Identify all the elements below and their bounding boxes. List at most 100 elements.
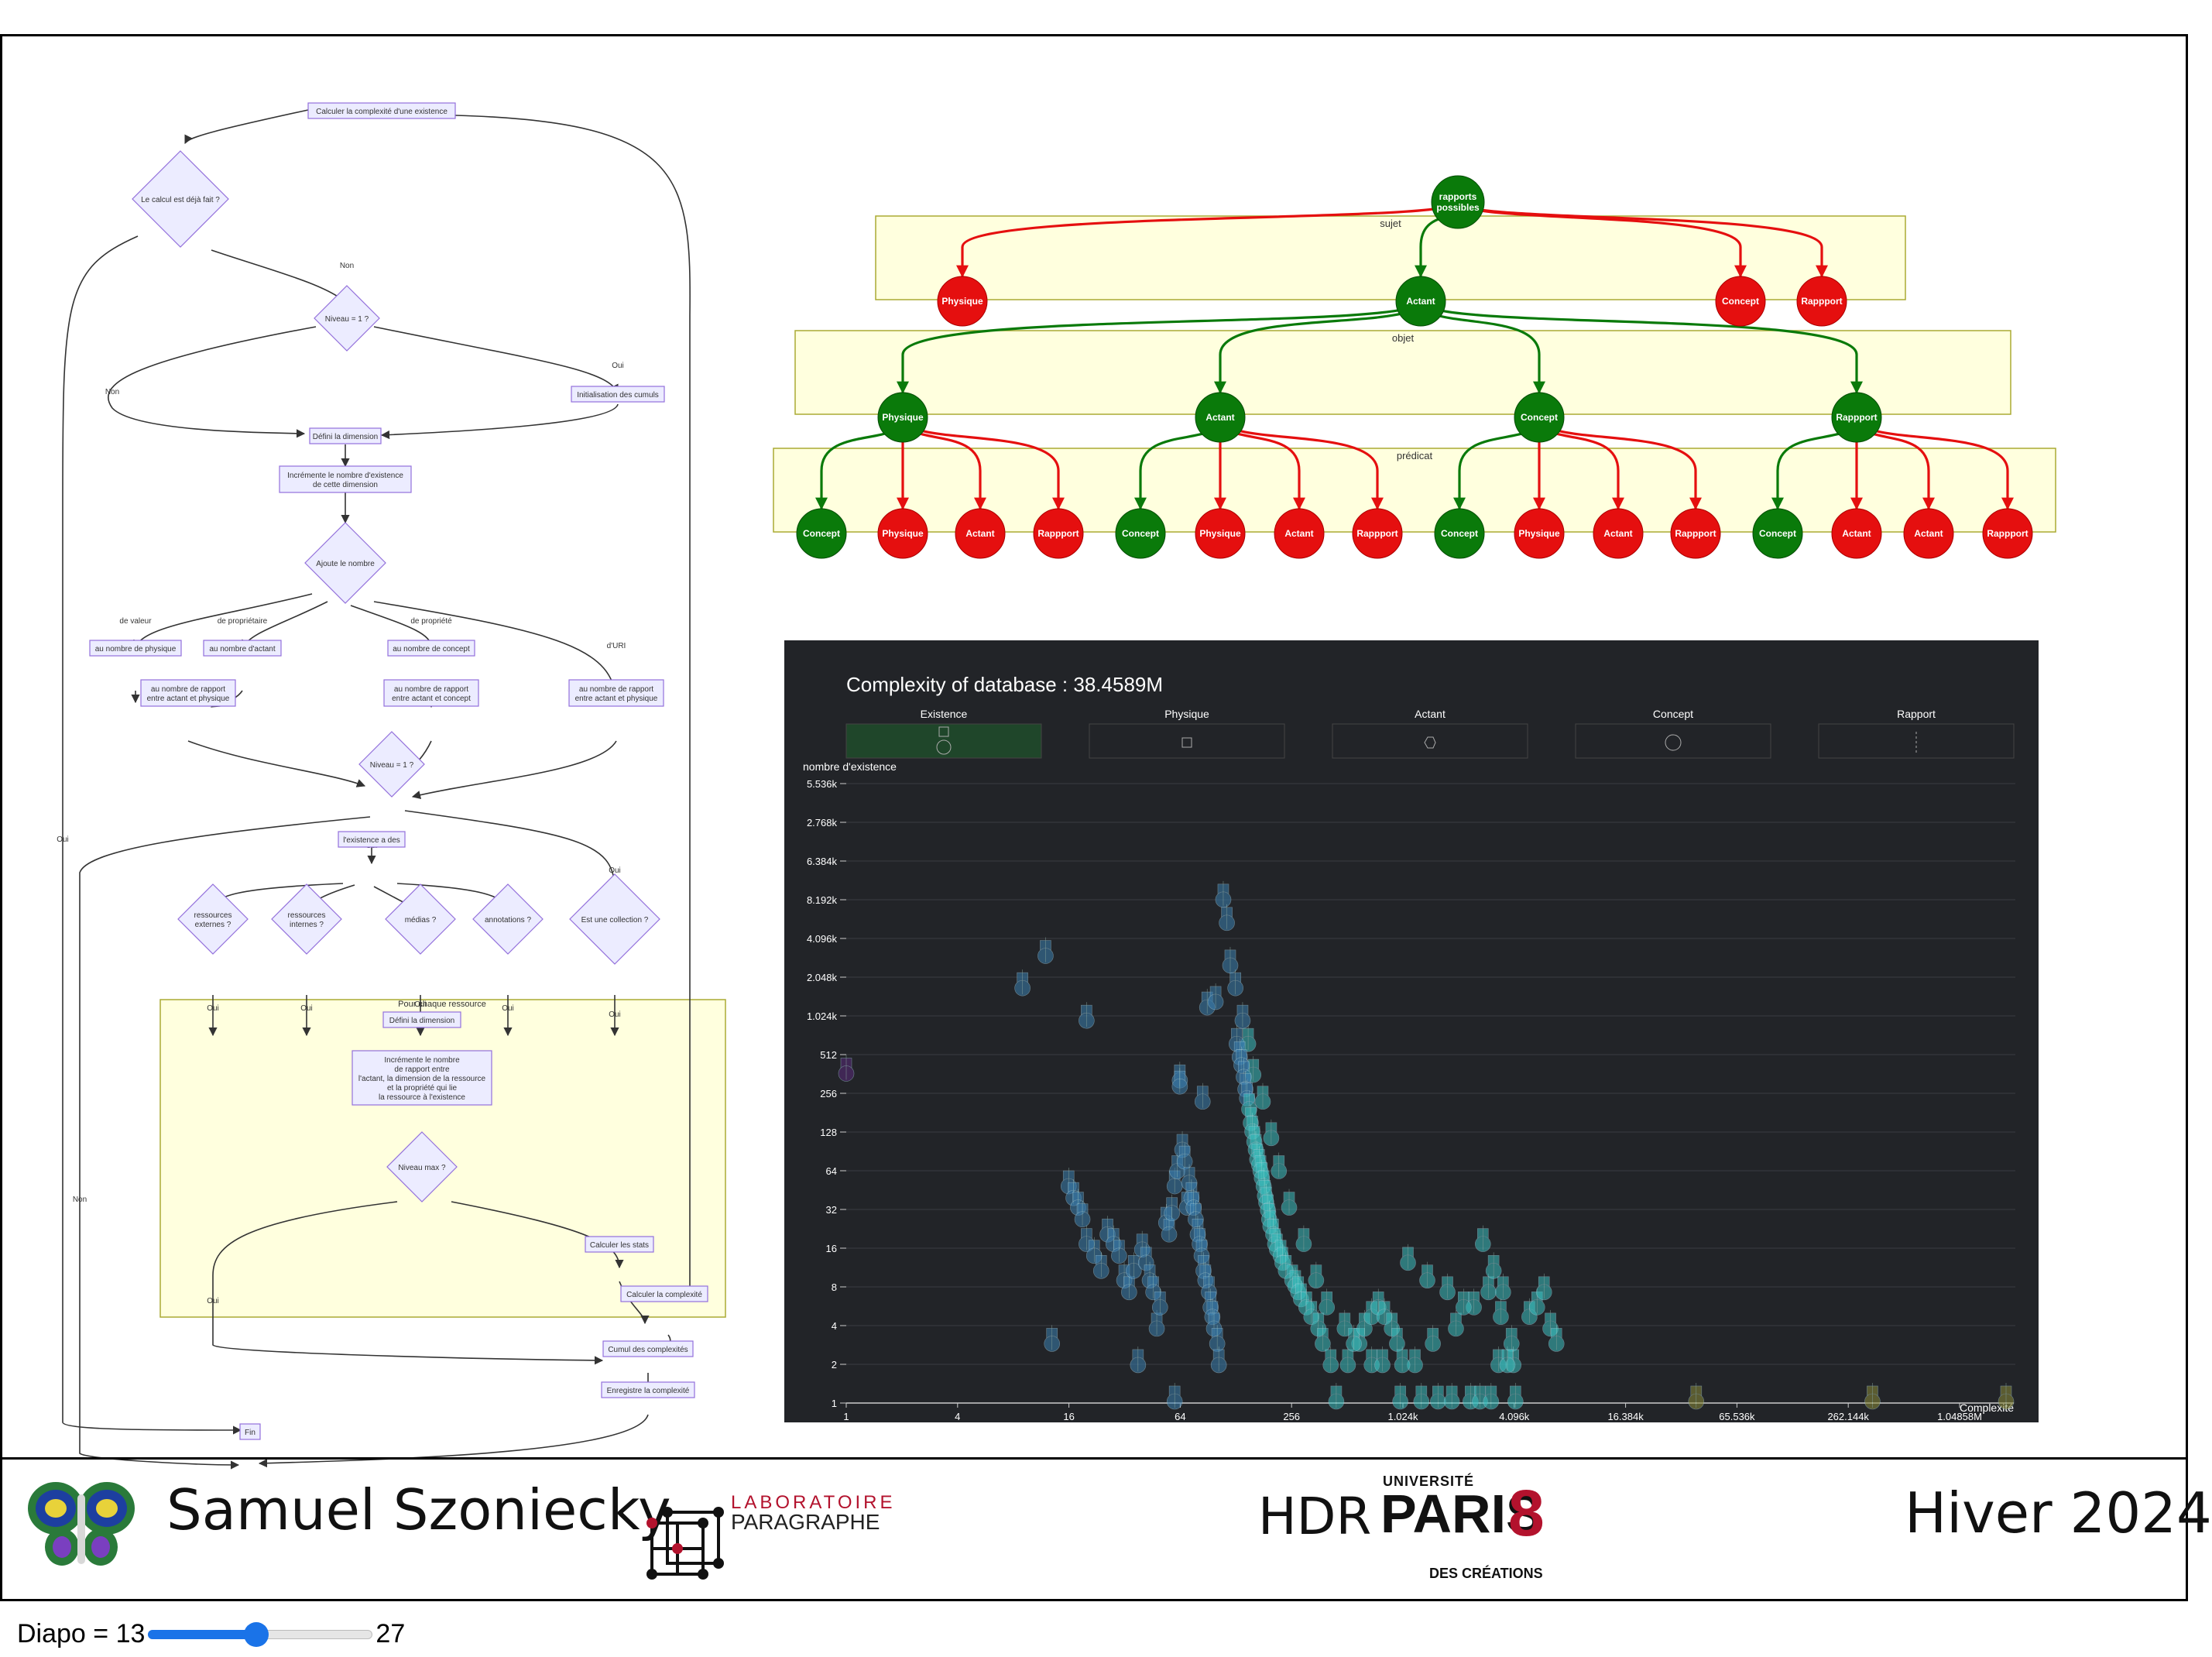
y-tick-label: 256 <box>820 1088 837 1100</box>
data-point <box>1425 1325 1441 1352</box>
tree-objet-0-label-line: Physique <box>882 412 924 423</box>
y-tick-label: 6.384k <box>807 856 838 867</box>
tree-pred-1-3-label: Rappport <box>1356 528 1398 539</box>
author-name: Samuel Szoniecky <box>166 1477 671 1542</box>
data-point <box>1493 1298 1509 1326</box>
x-tick-label-line: 1.04858M <box>1937 1411 1982 1422</box>
edge-label-oui-int-line: Oui <box>300 1004 313 1013</box>
legend-box-Rapport <box>1818 723 2015 759</box>
x-tick-label-line: 65.536k <box>1719 1411 1755 1422</box>
slider-thumb[interactable] <box>244 1622 269 1647</box>
node-defini-dimension-2-box <box>382 1011 461 1028</box>
edge-label-non-1: Non <box>340 262 354 270</box>
node-rapport-actant-physique-2-box <box>568 679 664 707</box>
node-incremente-rapport-label-line: l'actant, la dimension de la ressource <box>358 1075 486 1083</box>
edge-label-oui-medias-line: Oui <box>414 1000 427 1009</box>
node-nombre-concept-label-line: au nombre de concept <box>393 645 470 654</box>
data-point <box>1148 1309 1165 1337</box>
x-tick-label: 16.384k <box>1607 1411 1644 1422</box>
tree-sujet-0-label: Physique <box>941 296 983 307</box>
x-tick-label: 65.536k <box>1719 1411 1755 1422</box>
edge-calc-non <box>211 249 348 304</box>
node-ajoute-nombre-diamond <box>304 522 386 604</box>
node-incremente-rapport-label-line: la ressource à l'existence <box>379 1093 465 1102</box>
node-calculer-existence-label: Calculer la complexité d'une existence <box>316 108 448 116</box>
chart-title: Complexity of database : 38.4589M <box>846 673 1163 696</box>
legend-box-Actant <box>1332 723 1528 759</box>
legend-symbol-actant <box>1424 736 1436 749</box>
x-tick-label: 1.04858M <box>1937 1411 1982 1422</box>
tree-edge-actant-3 <box>1419 300 1863 394</box>
edge-label-proprietaire-line: de propriétaire <box>218 617 268 626</box>
legend-label-rapport-line: Rapport <box>1897 708 1936 720</box>
tree-cluster-label: objet <box>1392 332 1415 344</box>
tree-pred-1-3-label-line: Rappport <box>1356 528 1398 539</box>
node-annotations-label-line: annotations ? <box>485 916 531 925</box>
tree-objet-3-label: Rappport <box>1836 412 1877 423</box>
tree-root-label-line: rapports <box>1439 191 1477 202</box>
edge-label-oui-collection: Oui <box>609 866 621 875</box>
tree-cluster-label-line: prédicat <box>1397 450 1433 461</box>
data-point <box>1271 1152 1288 1179</box>
y-tick-label-line: 512 <box>820 1049 837 1061</box>
node-existence-a-des-label: l'existence a des <box>343 836 400 845</box>
data-point <box>1319 1288 1336 1316</box>
y-tick-label: 4 <box>832 1320 837 1332</box>
y-tick-label: 64 <box>826 1165 837 1177</box>
edge-rapport3-to-niveau <box>411 740 617 800</box>
data-point <box>1166 1383 1183 1410</box>
node-incremente-rapport-label-line: et la propriété qui lie <box>387 1084 457 1093</box>
tree-pred-1-2-label-line: Actant <box>1284 528 1313 539</box>
tree-pred-3-3-circle <box>1982 508 2033 559</box>
node-enregistre-complexite-label-line: Enregistre la complexité <box>607 1387 690 1395</box>
university-number: 8 <box>1508 1477 1545 1549</box>
tree-objet-0-circle <box>877 392 928 443</box>
tree-pred-0-1-circle <box>877 508 928 559</box>
tree-objet-3-circle <box>1831 392 1882 443</box>
x-tick-label: 1.024k <box>1387 1411 1418 1422</box>
node-medias-label: médias ? <box>405 916 437 925</box>
data-point <box>1374 1346 1391 1374</box>
node-niveau-1-label-line: Niveau = 1 ? <box>325 315 369 324</box>
x-tick-label: 4 <box>955 1411 960 1422</box>
edge-start-to-calc <box>184 109 309 145</box>
tree-pred-0-2-label: Actant <box>965 528 994 539</box>
node-enregistre-complexite-box <box>601 1381 695 1398</box>
node-calculer-stats-box <box>585 1236 654 1253</box>
tree-pred-3-2-circle <box>1903 508 1954 559</box>
data-point <box>1176 1143 1193 1170</box>
x-tick-label: 16 <box>1063 1411 1074 1422</box>
legend-symbol-physique <box>1181 737 1192 748</box>
node-calculer-stats-label-line: Calculer les stats <box>590 1241 649 1250</box>
tree-pred-3-3-label: Rappport <box>1987 528 2028 539</box>
tree-pred-1-0-circle <box>1115 508 1166 559</box>
tree-cluster-objet <box>794 330 2011 415</box>
y-tick-label: 2 <box>832 1359 837 1371</box>
edge-label-oui-niveaumax: Oui <box>207 1297 219 1305</box>
legend-box-Physique <box>1089 723 1285 759</box>
tree-pred-2-3-circle <box>1670 508 1721 559</box>
tree-pred-3-0-label-line: Concept <box>1759 528 1796 539</box>
x-tick-label: 64 <box>1175 1411 1185 1422</box>
edge-label-propriete: de propriété <box>410 617 452 626</box>
node-ajoute-nombre-label: Ajoute le nombre <box>316 560 375 568</box>
data-point <box>1263 1119 1280 1147</box>
x-tick-label-line: 4 <box>955 1411 960 1422</box>
tree-pred-3-2-label-line: Actant <box>1914 528 1943 539</box>
node-medias-label-line: médias ? <box>405 916 437 925</box>
node-fin-box <box>239 1423 261 1440</box>
legend-symbol-existence <box>936 739 952 755</box>
node-fin-label-line: Fin <box>245 1429 255 1437</box>
edge-label-non-niveau2-line: Non <box>73 1196 87 1204</box>
hdr-label: HDR <box>1258 1487 1372 1546</box>
tree-cluster-label-line: sujet <box>1380 218 1401 229</box>
tree-pred-0-3-label-line: Rappport <box>1037 528 1079 539</box>
edge-label-oui-collection2: Oui <box>609 1010 621 1019</box>
slide-slider[interactable] <box>148 1622 373 1647</box>
tree-pred-0-3-label: Rappport <box>1037 528 1079 539</box>
tree-objet-1-label: Actant <box>1205 412 1234 423</box>
data-point <box>1495 1273 1511 1301</box>
legend-box-Concept <box>1575 723 1771 759</box>
